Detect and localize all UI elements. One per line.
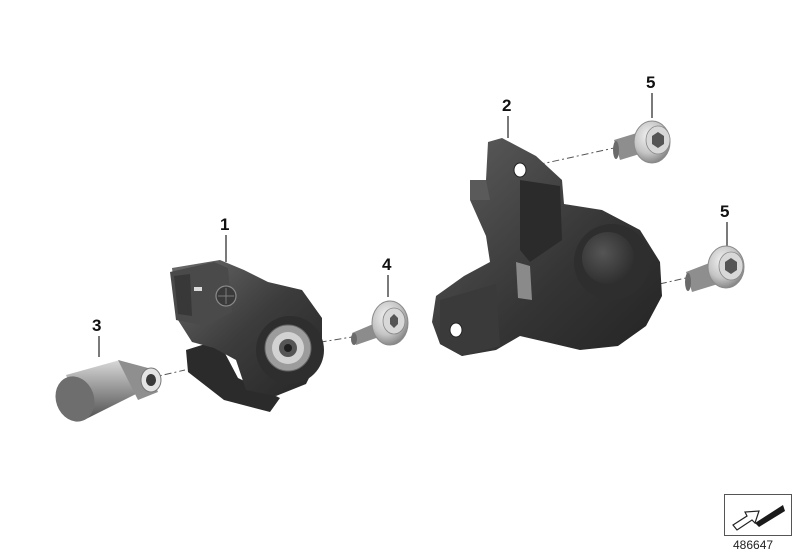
washer-screw-part bbox=[351, 300, 409, 346]
callout-part-2: 2 bbox=[502, 96, 512, 115]
orientation-box bbox=[724, 494, 792, 536]
leader-lines bbox=[98, 93, 728, 357]
arrow-up-right-icon bbox=[732, 505, 785, 531]
callout-part-5-lower: 5 bbox=[720, 202, 730, 221]
callout-part-5-upper: 5 bbox=[646, 73, 656, 92]
callout-part-1: 1 bbox=[220, 215, 230, 234]
screw-part-upper bbox=[613, 120, 671, 164]
reference-number: 486647 bbox=[733, 538, 774, 552]
screw-part-lower bbox=[685, 245, 745, 292]
sleeve-part bbox=[55, 360, 162, 422]
callout-part-4: 4 bbox=[382, 255, 392, 274]
sensor-part bbox=[170, 260, 324, 412]
callout-part-3: 3 bbox=[92, 316, 102, 335]
bracket-part bbox=[432, 138, 662, 356]
